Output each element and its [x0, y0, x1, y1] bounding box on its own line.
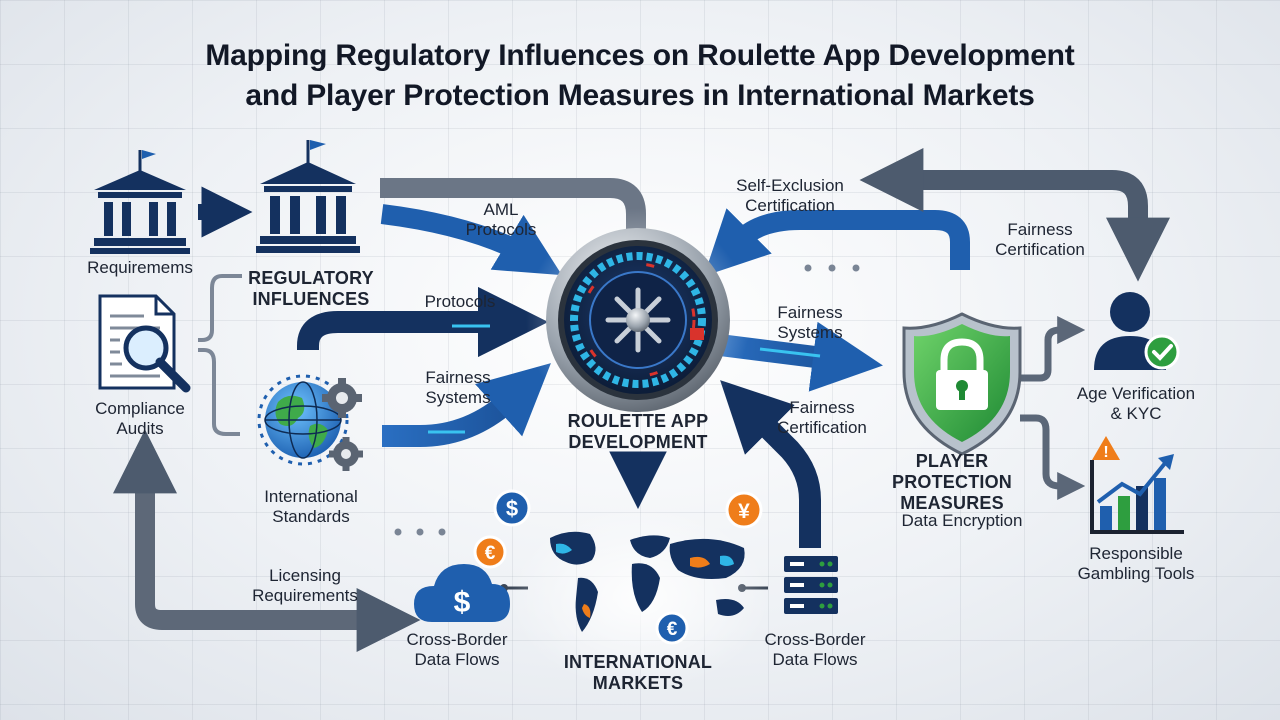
- document-magnifier-icon: [98, 294, 191, 393]
- shield-lock-icon: [902, 312, 1022, 456]
- requirements-label: Requiremems: [87, 258, 193, 277]
- bracket-standards: [198, 348, 240, 436]
- user-check-icon: [1094, 292, 1180, 370]
- arrow-licensing-loop: [135, 470, 421, 653]
- arrow-fairness-systems-left: [382, 363, 551, 447]
- age-verification-label: Age Verification& KYC: [1076, 384, 1196, 423]
- yen-coin-icon: ¥: [725, 491, 763, 529]
- arrow-shield-to-tools: [1020, 414, 1086, 500]
- euro-coin-icon: €: [655, 611, 689, 645]
- euro-coin-glyph: €: [485, 543, 496, 564]
- yen-coin-glyph: ¥: [738, 500, 750, 523]
- euro-coin-icon: €: [473, 535, 507, 569]
- arrow-self-exclusion: [703, 208, 970, 277]
- arrow-top-right-loop: [859, 147, 1148, 252]
- bar-chart-warning-icon: !: [1090, 436, 1184, 534]
- globe-gears-icon: [257, 374, 363, 471]
- euro-coin-glyph-2: €: [667, 619, 678, 640]
- roulette-wheel-icon: [526, 208, 750, 432]
- arrow-shield-to-age: [1020, 316, 1086, 382]
- courthouse-icon: [90, 150, 190, 254]
- protocols-label: Protocols: [424, 292, 496, 311]
- cloud-dollar-glyph: $: [454, 586, 471, 619]
- server-icon: [784, 556, 838, 614]
- world-map-icon: [510, 506, 770, 690]
- title-line-1: Mapping Regulatory Influences on Roulett…: [205, 39, 1075, 72]
- arrow-server-to-wheel: [720, 380, 821, 548]
- arrow-aml-protocols: [380, 204, 562, 276]
- cloud-dollar-icon: $: [414, 564, 510, 622]
- courthouse-icon: [256, 140, 360, 253]
- page-title: Mapping Regulatory Influences on Roulett…: [40, 36, 1240, 116]
- warning-glyph: !: [1103, 444, 1108, 461]
- arrows: [112, 147, 1171, 653]
- arrow-protocols: [297, 286, 549, 358]
- data-encryption-label: Data Encryption: [901, 511, 1023, 530]
- title-line-2: and Player Protection Measures in Intern…: [245, 79, 1035, 112]
- bracket-regulatory: [198, 274, 242, 342]
- dollar-coin-glyph: $: [506, 496, 518, 521]
- dollar-coin-icon: $: [493, 489, 531, 527]
